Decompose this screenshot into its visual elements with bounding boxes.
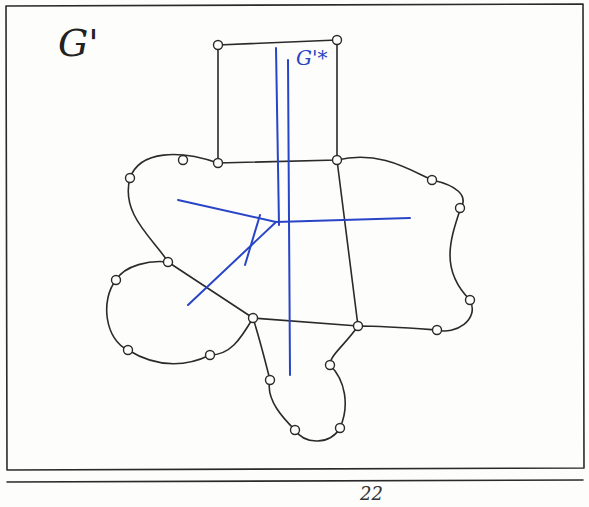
dual-graph-name: G'* [296, 48, 327, 68]
page-number: 22 [360, 485, 383, 503]
graph-name: G' [58, 24, 99, 62]
